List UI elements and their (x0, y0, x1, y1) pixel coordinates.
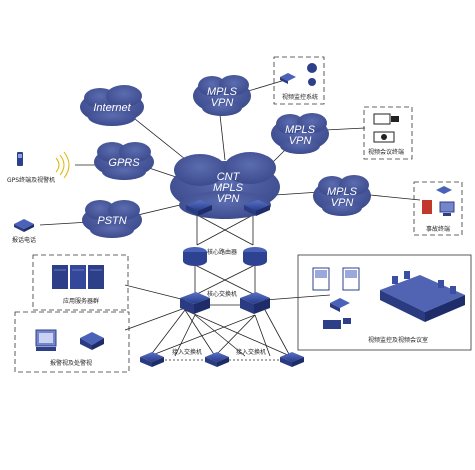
cloud-pstn (82, 200, 142, 238)
cloud-label-cnt-mpls: MPLS (213, 182, 244, 194)
cloud-label-gprs: GPRS (108, 157, 140, 169)
video-center-label: 视频监控及视频会议室 (368, 336, 428, 344)
cloud-label-cnt: CNT (217, 171, 241, 183)
access-switch-1 (140, 352, 164, 367)
cloud-label-pstn: PSTN (97, 215, 126, 227)
cloud-mpls-mid (271, 113, 329, 154)
core-router-right (243, 247, 267, 266)
access-switch-label-right: 接入交换机 (236, 348, 266, 356)
video-center-box (297, 254, 472, 351)
conference-table-icon (380, 271, 465, 322)
cloud-label-cnt-vpn: VPN (217, 193, 240, 205)
core-switch-left (180, 292, 210, 314)
wireless-signal-icon (55, 151, 70, 179)
gps-terminal-label: GPS终端及视警机 (7, 176, 55, 184)
cloud-internet (80, 85, 144, 126)
cloud-label-vpn-top: VPN (211, 97, 234, 109)
cloud-cnt-mpls-vpn (170, 152, 280, 219)
cloud-mpls-top (193, 75, 251, 116)
site-terminal-label: 事故终端 (426, 225, 450, 233)
core-router-left (183, 247, 207, 266)
video-center-equipment-icon (312, 267, 360, 329)
access-switch-2 (205, 352, 229, 367)
gps-device-icon (17, 152, 23, 166)
connection-lines (39, 79, 421, 361)
cloud-label-internet: Internet (93, 102, 131, 114)
site-terminal-icon (422, 186, 455, 216)
app-server-group-icon (52, 265, 104, 289)
cloud-label-mpls-right: MPLS (327, 186, 358, 198)
core-switch-label: 核心交换机 (207, 290, 237, 298)
access-switch-3 (280, 352, 304, 367)
dashed-groups (14, 56, 463, 373)
cloud-edge-switch-left (186, 200, 212, 216)
cloud-label-mpls-top: MPLS (207, 86, 238, 98)
core-switch-right (240, 292, 270, 314)
phone-label: 报话电话 (12, 236, 36, 244)
video-monitor-label: 视频监控系统 (282, 93, 318, 101)
access-switch-label-left: 接入交换机 (172, 348, 202, 356)
alarm-workstation-icon (35, 329, 104, 351)
cloud-gprs (94, 142, 154, 180)
cloud-label-mpls-mid: MPLS (285, 124, 316, 136)
cloud-edge-switch-right (244, 200, 270, 216)
cloud-label-vpn-right: VPN (331, 197, 354, 209)
core-router-label: 核心路由器 (207, 248, 237, 256)
alarm-label: 报警视及处警视 (50, 359, 92, 367)
phone-icon (14, 219, 34, 232)
video-conf-icon (373, 113, 399, 143)
cloud-label-vpn-mid: VPN (289, 135, 312, 147)
app-server-label: 应用服务器群 (63, 297, 99, 305)
video-monitor-icon (280, 63, 317, 86)
video-conf-label: 视频会议终端 (368, 148, 404, 156)
cloud-mpls-right (313, 175, 371, 216)
